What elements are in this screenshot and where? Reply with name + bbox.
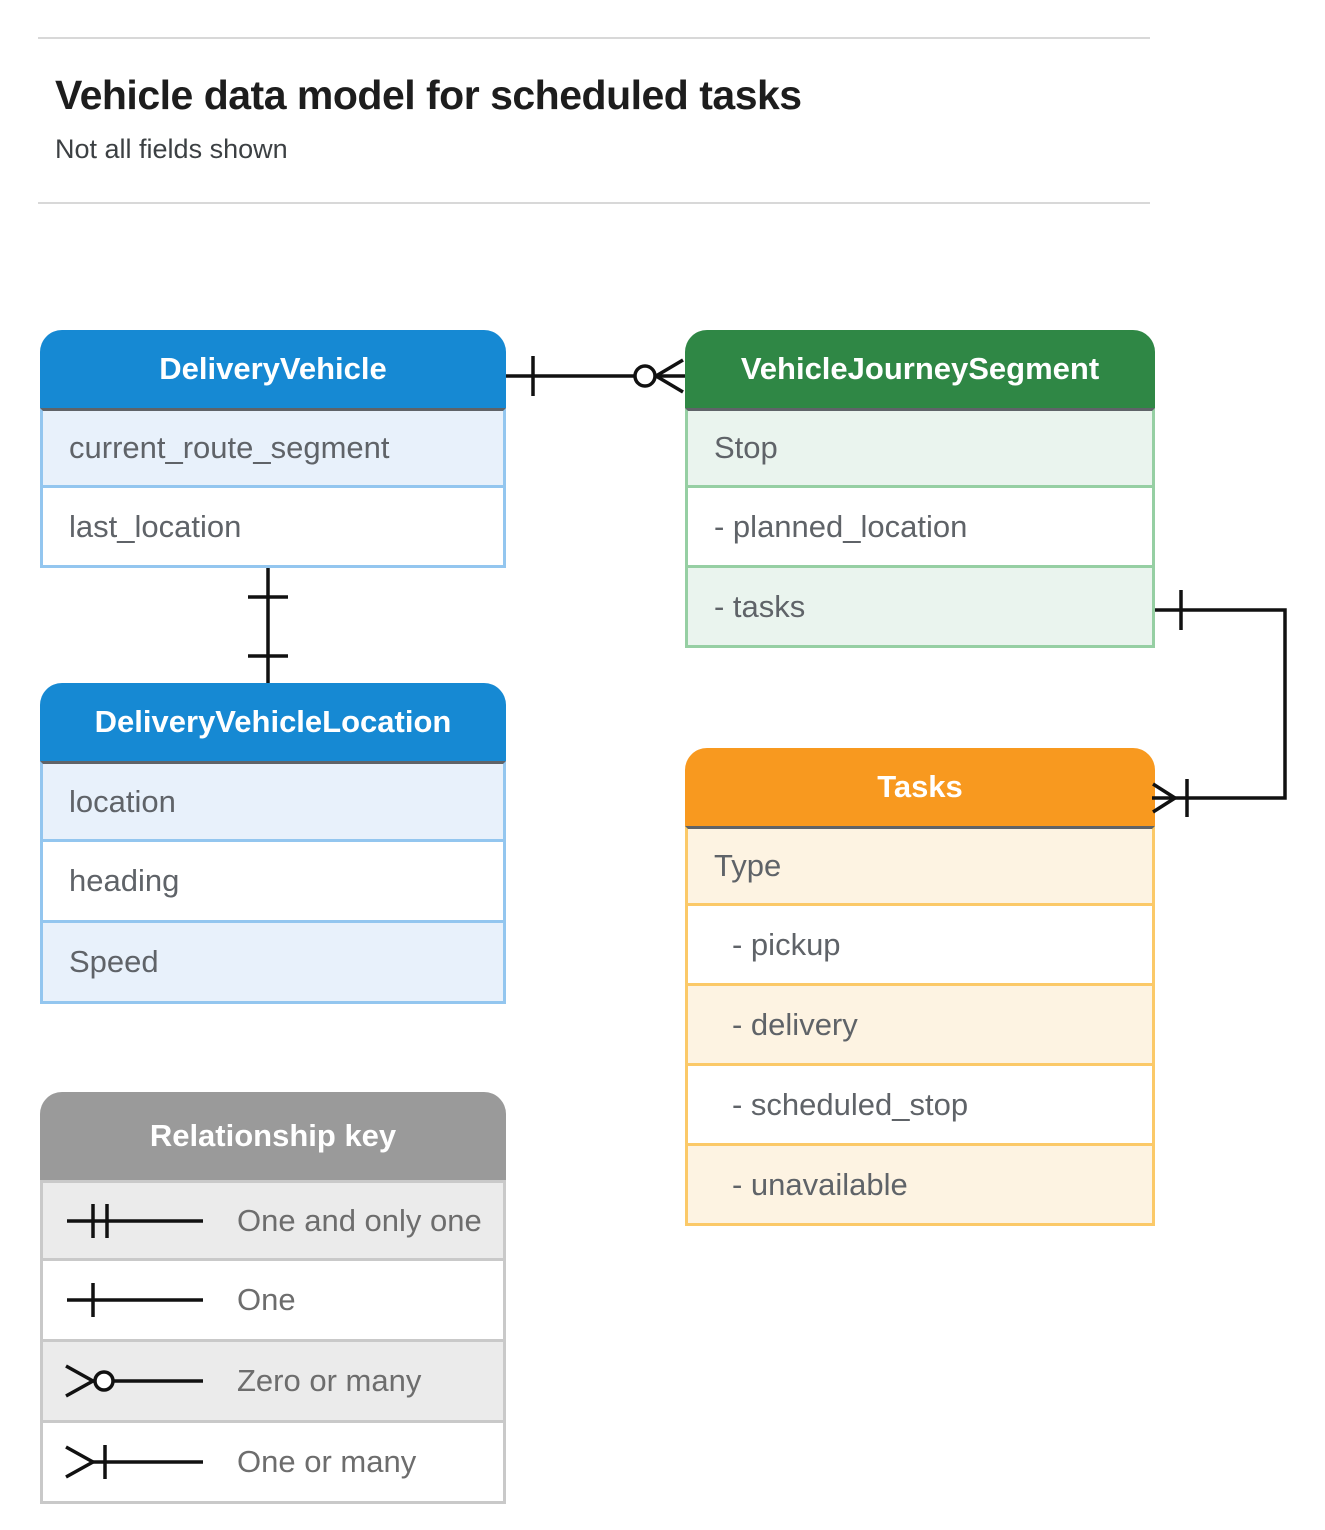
legend-label: One bbox=[237, 1282, 296, 1317]
entity-rows: Stop - planned_location - tasks bbox=[685, 408, 1155, 648]
legend-item: One and only one bbox=[40, 1180, 506, 1261]
field-row: - pickup bbox=[685, 906, 1155, 986]
entity-header: DeliveryVehicle bbox=[40, 330, 506, 408]
field-row: - delivery bbox=[685, 986, 1155, 1066]
relationship-key: Relationship key One and only one One bbox=[40, 1092, 506, 1504]
field-row: last_location bbox=[40, 488, 506, 568]
header-divider bbox=[38, 202, 1150, 204]
field-row: - planned_location bbox=[685, 488, 1155, 568]
field-row: Type bbox=[685, 826, 1155, 906]
field-row: Speed bbox=[40, 923, 506, 1004]
legend-item: One or many bbox=[40, 1423, 506, 1504]
legend-item: Zero or many bbox=[40, 1342, 506, 1423]
entity-delivery-vehicle-location: DeliveryVehicleLocation location heading… bbox=[40, 683, 506, 1004]
entity-header: DeliveryVehicleLocation bbox=[40, 683, 506, 761]
field-row: location bbox=[40, 761, 506, 842]
page-title: Vehicle data model for scheduled tasks bbox=[55, 72, 802, 118]
top-divider bbox=[38, 37, 1150, 39]
entity-header: Tasks bbox=[685, 748, 1155, 826]
field-row: current_route_segment bbox=[40, 408, 506, 488]
one-or-many-icon bbox=[65, 1445, 203, 1479]
entity-header: VehicleJourneySegment bbox=[685, 330, 1155, 408]
entity-rows: current_route_segment last_location bbox=[40, 408, 506, 568]
entity-vehicle-journey-segment: VehicleJourneySegment Stop - planned_loc… bbox=[685, 330, 1155, 648]
field-row: Stop bbox=[685, 408, 1155, 488]
legend-label: One and only one bbox=[237, 1202, 482, 1238]
relationship-key-header: Relationship key bbox=[40, 1092, 506, 1180]
connector-deliveryvehicle-deliveryvehiclelocation bbox=[248, 568, 288, 683]
connector-deliveryvehicle-vehiclejourneysegment bbox=[506, 356, 685, 396]
legend-label: One or many bbox=[237, 1444, 417, 1479]
entity-rows: location heading Speed bbox=[40, 761, 506, 1004]
field-row: heading bbox=[40, 842, 506, 923]
zero-or-many-icon bbox=[65, 1364, 203, 1398]
legend-label: Zero or many bbox=[237, 1363, 422, 1398]
field-row: - scheduled_stop bbox=[685, 1066, 1155, 1146]
page-subtitle: Not all fields shown bbox=[55, 134, 288, 164]
one-and-only-one-icon bbox=[67, 1203, 203, 1238]
legend-item: One bbox=[40, 1261, 506, 1342]
field-row: - unavailable bbox=[685, 1146, 1155, 1226]
one-icon bbox=[67, 1283, 203, 1317]
entity-delivery-vehicle: DeliveryVehicle current_route_segment la… bbox=[40, 330, 506, 568]
relationship-key-rows: One and only one One Zero or many bbox=[40, 1180, 506, 1504]
connector-vehiclejourneysegment-tasks bbox=[1152, 590, 1287, 817]
field-row: - tasks bbox=[685, 568, 1155, 648]
entity-rows: Type - pickup - delivery - scheduled_sto… bbox=[685, 826, 1155, 1226]
entity-tasks: Tasks Type - pickup - delivery - schedul… bbox=[685, 748, 1155, 1226]
